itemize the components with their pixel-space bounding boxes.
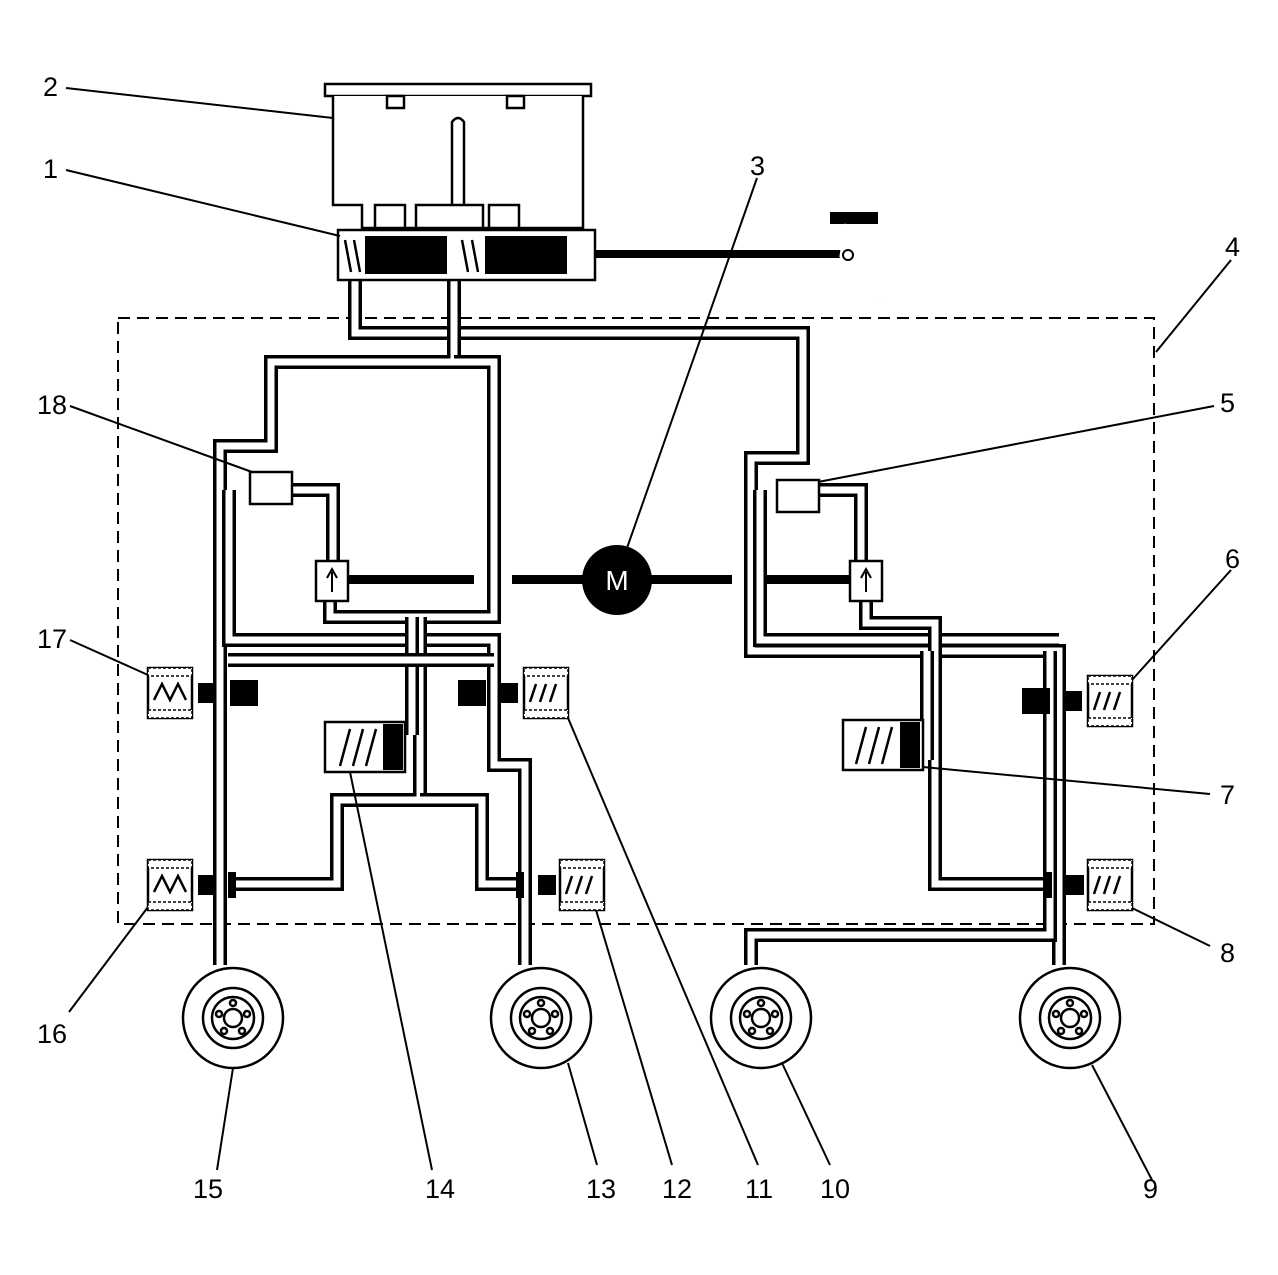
callout-17: 17 bbox=[37, 624, 67, 654]
brake-lines bbox=[213, 278, 1066, 965]
callout-1: 1 bbox=[43, 154, 58, 184]
wheel-9 bbox=[1018, 966, 1122, 1070]
master-cylinder bbox=[336, 228, 845, 282]
callout-8: 8 bbox=[1220, 938, 1235, 968]
wheel-13 bbox=[489, 966, 593, 1070]
callout-12: 12 bbox=[662, 1174, 692, 1204]
pump-right bbox=[848, 559, 884, 603]
callout-3: 3 bbox=[750, 151, 765, 181]
solenoid-valve-17 bbox=[146, 666, 258, 720]
callout-14: 14 bbox=[425, 1174, 455, 1204]
accumulator-right bbox=[841, 718, 925, 772]
damper-chamber-left bbox=[248, 470, 294, 506]
callout-18: 18 bbox=[37, 390, 67, 420]
callouts: 1 2 3 4 5 6 7 8 9 10 11 12 13 14 15 16 1… bbox=[37, 72, 1240, 1204]
callout-13: 13 bbox=[586, 1174, 616, 1204]
callout-6: 6 bbox=[1225, 544, 1240, 574]
callout-11: 11 bbox=[745, 1174, 773, 1204]
callout-10: 10 bbox=[820, 1174, 850, 1204]
wheel-15 bbox=[181, 966, 285, 1070]
callout-16: 16 bbox=[37, 1019, 67, 1049]
damper-chamber-right bbox=[775, 478, 821, 514]
solenoid-valve-12 bbox=[516, 858, 606, 912]
callout-4: 4 bbox=[1225, 232, 1240, 262]
pump-motor: M bbox=[336, 545, 854, 615]
callout-15: 15 bbox=[193, 1174, 223, 1204]
pump-left bbox=[314, 559, 350, 603]
accumulator-left bbox=[323, 720, 407, 774]
callout-7: 7 bbox=[1220, 780, 1235, 810]
solenoid-valve-16 bbox=[146, 858, 236, 912]
solenoid-valve-8 bbox=[1044, 858, 1134, 912]
callout-2: 2 bbox=[43, 72, 58, 102]
wheel-10 bbox=[709, 966, 813, 1070]
fluid-reservoir bbox=[323, 82, 593, 230]
motor-label: M bbox=[605, 565, 628, 596]
callout-5: 5 bbox=[1220, 388, 1235, 418]
solenoid-valve-6 bbox=[1022, 674, 1134, 728]
brake-pedal bbox=[830, 212, 882, 302]
solenoid-valve-11 bbox=[458, 666, 570, 720]
modulator-boundary bbox=[117, 317, 1155, 925]
leader-lines bbox=[65, 87, 1232, 1181]
callout-9: 9 bbox=[1143, 1174, 1158, 1204]
